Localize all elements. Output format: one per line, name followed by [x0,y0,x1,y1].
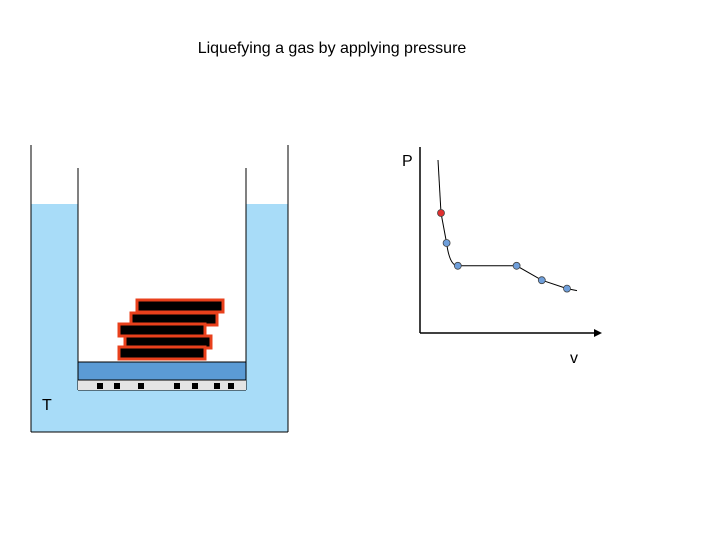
gas-molecule [192,383,198,389]
temperature-label: T [42,397,52,414]
isotherm-line [440,212,578,292]
state-point [563,284,571,293]
isotherm-segment [437,159,442,214]
current-state-point [437,209,445,217]
gas-cylinder [77,168,247,391]
state-point [537,276,546,285]
page-title: Liquefying a gas by applying pressure [197,40,467,57]
gas-region [78,380,246,390]
gas-molecules [97,383,234,389]
state-point [453,261,462,270]
gas-molecule [228,383,234,389]
weight-block [117,345,207,361]
weight-stack [117,298,225,361]
gas-molecule [174,383,180,389]
state-point [512,261,521,270]
piston [77,361,247,381]
volume-axis-label: v [570,350,578,367]
gas-molecule [97,383,103,389]
state-point [442,239,451,247]
gas-molecule [138,383,144,389]
gas-molecule [214,383,220,389]
isotherm-curve [437,159,578,292]
pv-chart: P v [402,147,602,367]
weight-block [135,298,225,314]
gas-molecule [114,383,120,389]
pressure-axis-label: P [402,153,413,170]
volume-axis-arrow [594,329,602,337]
state-points [437,209,571,293]
weight-block [117,322,207,338]
